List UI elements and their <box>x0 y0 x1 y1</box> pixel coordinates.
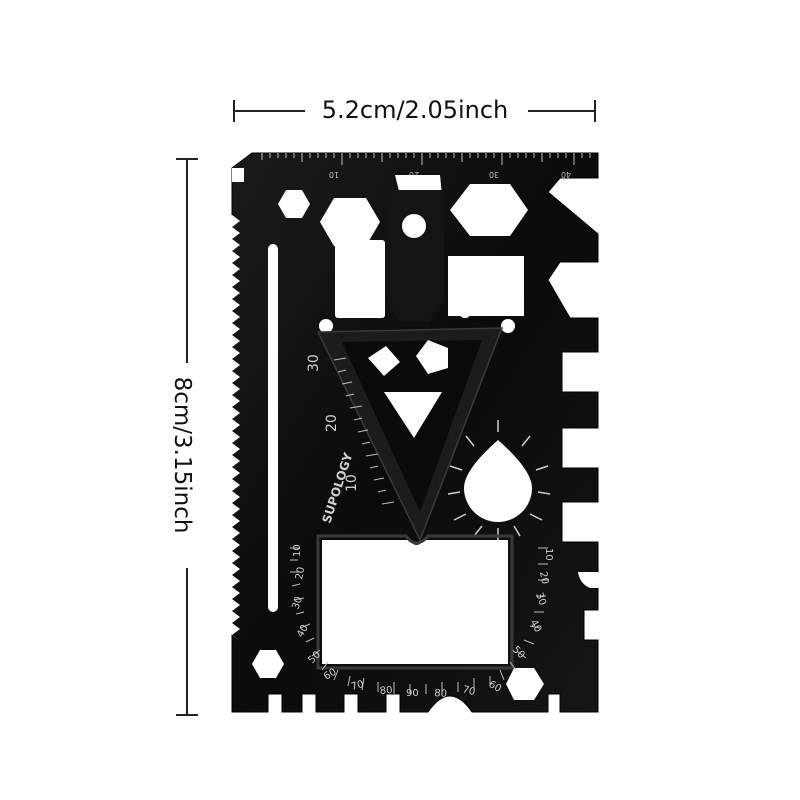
side-ruler-ticks <box>333 357 395 505</box>
side-ruler-label-20: 20 <box>324 414 340 432</box>
protractor-right-70: 70 <box>461 684 476 698</box>
protractor-right-30: 30 <box>533 591 548 607</box>
hole-left <box>319 319 333 333</box>
hex-cutout-top-right <box>450 184 528 236</box>
side-ruler-label-30: 30 <box>306 354 322 372</box>
top-ruler-label-30: 30 <box>489 170 499 179</box>
square-hole <box>368 346 400 376</box>
width-dimension-label: 5.2cm/2.05inch <box>321 96 509 124</box>
top-left-notch <box>232 168 244 182</box>
top-ruler-label-40: 40 <box>561 170 571 179</box>
protractor-right-10: 10 <box>543 548 554 561</box>
bottle-opener <box>322 540 508 664</box>
center-bar <box>386 190 444 322</box>
sun-circle <box>464 440 532 522</box>
hex-hole-top-left <box>278 190 310 218</box>
hex-hole-bottom-right <box>506 668 544 700</box>
center-bar-hole <box>402 214 426 238</box>
small-slot <box>460 274 470 318</box>
protractor-left-70: 70 <box>350 679 365 693</box>
rect-cutout-left <box>335 240 385 318</box>
protractor-right-20: 20 <box>537 571 550 585</box>
protractor-left-20: 20 <box>294 566 307 580</box>
protractor-left-90: 90 <box>406 688 419 699</box>
hex-hole-bottom-left <box>252 650 284 678</box>
triangle-hole <box>384 392 442 438</box>
protractor-left-10: 10 <box>292 544 303 557</box>
bottle-opener-bevel <box>316 534 514 670</box>
rect-cutout-right <box>448 256 524 316</box>
hook-notch <box>578 572 598 588</box>
height-dimension-tick-bottom <box>176 714 198 716</box>
protractor-ticks <box>290 547 548 694</box>
protractor-left-30: 30 <box>290 595 305 611</box>
top-ruler-label-20: 20 <box>409 170 419 179</box>
top-ruler-ticks <box>261 153 591 165</box>
width-dimension-line-left <box>233 110 305 112</box>
height-dimension-line-bottom <box>186 568 188 716</box>
hex-cutout-top-left <box>320 198 380 246</box>
cutouts <box>252 175 544 700</box>
long-slot-left <box>268 244 278 612</box>
width-dimension-tick-right <box>594 100 596 122</box>
pentagon-hole <box>416 340 448 374</box>
width-dimension-line-right <box>528 110 596 112</box>
saw-edge <box>226 215 240 641</box>
hole-right <box>501 319 515 333</box>
protractor-right-80: 80 <box>434 688 448 700</box>
top-ruler-label-10: 10 <box>329 170 339 179</box>
height-dimension-line-top <box>186 158 188 363</box>
sun-rays <box>447 420 551 540</box>
side-ruler-label-10: 10 <box>344 474 360 492</box>
protractor-left-80: 80 <box>379 685 393 697</box>
